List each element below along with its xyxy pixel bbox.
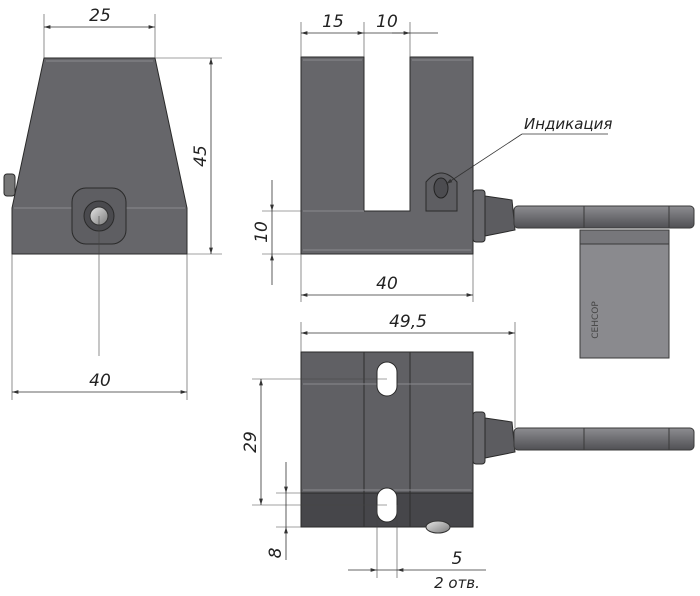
dim-side-slot-gap: 10: [376, 12, 398, 32]
top-cable: [513, 427, 695, 451]
indicator-led: [433, 177, 449, 199]
dim-side-base-height: 10: [252, 221, 272, 243]
top-view: 49,5 29 8 5 2 отв.: [241, 312, 695, 592]
dim-side-slot-left: 15: [322, 12, 344, 32]
dim-top-hole-width: 5: [452, 549, 463, 569]
front-view: 25 45 40: [3, 6, 222, 400]
holes-note: 2 отв.: [434, 574, 480, 592]
side-view: СЕНСОР 15 10 10 40 Индикация: [252, 12, 695, 359]
top-connector: [472, 411, 486, 465]
cable-tag-text: СЕНСОР: [591, 301, 601, 339]
side-cable: [513, 205, 695, 229]
cable-tag: [579, 229, 670, 359]
dim-top-overall: 49,5: [389, 312, 427, 332]
dim-front-top-width: 25: [89, 6, 111, 26]
indication-label: Индикация: [524, 115, 612, 133]
dim-front-bottom-width: 40: [89, 371, 111, 391]
side-connector: [472, 189, 486, 243]
dim-top-edge-offset: 8: [266, 547, 286, 558]
top-screw: [425, 520, 451, 534]
dim-front-height: 45: [191, 145, 211, 167]
dim-side-width: 40: [376, 274, 398, 294]
dim-top-hole-spacing: 29: [241, 431, 261, 453]
side-housing: [300, 56, 474, 255]
front-side-nub: [3, 173, 16, 197]
